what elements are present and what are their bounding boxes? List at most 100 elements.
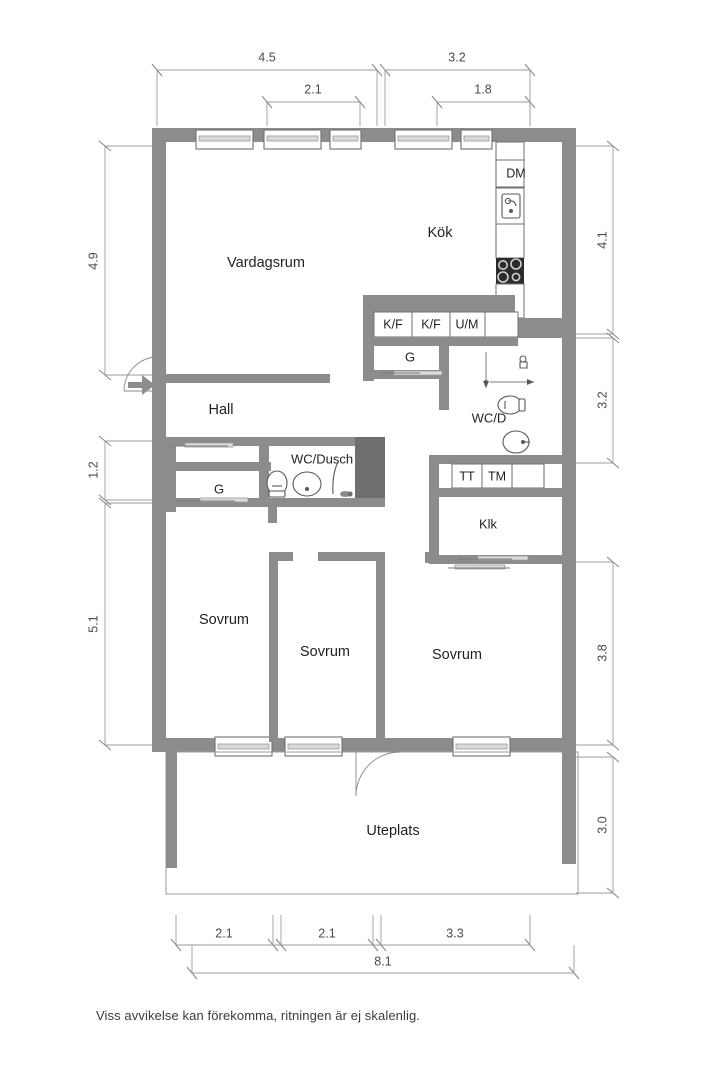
room-label-hall: Hall — [209, 402, 234, 418]
window-top-1 — [195, 129, 254, 150]
room-label-sovrum-2: Sovrum — [300, 644, 350, 660]
dimension-top-2-1: 2.1 — [304, 82, 321, 96]
appliance-label-tm: TM — [488, 469, 506, 483]
wall-laundry-top — [429, 455, 562, 464]
right-dimension-group: 4.1 3.2 3.8 3.0 — [576, 140, 620, 899]
wall-laundry-left — [429, 455, 439, 503]
stove-icon — [496, 258, 524, 284]
dimension-left-1-2: 1.2 — [86, 461, 100, 478]
shower-icon-wcdusch — [332, 461, 353, 497]
closet-g-upper-door — [380, 370, 443, 376]
wc-d-enclosure: WC/D — [439, 352, 534, 454]
wall-entry-jamb-upper — [152, 383, 166, 391]
window-bottom-2 — [284, 736, 343, 757]
window-bottom-1 — [214, 736, 273, 757]
sink-icon-wcd — [502, 430, 530, 454]
closet-hall-upper-door — [171, 442, 234, 448]
interior-walls: K/F K/F U/M G G — [152, 295, 562, 742]
wall-vardagsrum-hall — [166, 374, 330, 383]
window-top-5 — [460, 129, 493, 150]
room-label-klk: Klk — [479, 516, 498, 531]
dimension-bottom-3-3: 3.3 — [446, 926, 463, 940]
counter-mid-right — [495, 223, 525, 259]
dimension-left-4-9: 4.9 — [86, 252, 100, 269]
top-wall-windows — [195, 129, 493, 150]
wall-above-kf — [363, 295, 515, 312]
cabinet-blank — [484, 311, 519, 338]
cabinet-tm — [481, 463, 513, 489]
laundry-run: TT TM — [429, 455, 562, 503]
dishwasher-unit — [495, 159, 525, 188]
room-labels: Vardagsrum Kök Hall Sovrum Sovrum Sovrum — [199, 225, 482, 663]
dimension-top-3-2: 3.2 — [448, 50, 465, 64]
wall-wcdusch-top-right — [318, 437, 385, 446]
wall-hall-closet-divider — [166, 462, 271, 471]
wall-sovrum-3-stub — [425, 552, 434, 563]
room-label-uteplats: Uteplats — [366, 823, 419, 839]
closet-g-lower-door — [176, 497, 249, 503]
room-label-wc-dusch: WC/Dusch — [291, 451, 353, 466]
toilet-icon-wcd — [497, 395, 526, 415]
wall-sovrum-1-2-divider — [269, 552, 278, 742]
klk-closet-door — [458, 555, 529, 561]
wall-klk-left — [429, 497, 439, 563]
kf-cabinet-run: K/F K/F U/M — [373, 311, 519, 338]
sink-icon — [501, 193, 521, 219]
wall-wcdusch-top-left — [259, 437, 314, 446]
window-top-4 — [394, 129, 453, 150]
sovrum-3-closet-rail — [448, 564, 510, 570]
window-top-3 — [329, 129, 362, 150]
appliance-label-dm: DM — [506, 166, 525, 180]
bottom-dimension-group: 2.1 2.1 3.3 8.1 — [170, 915, 580, 980]
closet-label-g-lower: G — [214, 481, 224, 496]
appliance-label-kf-1: K/F — [383, 317, 403, 331]
entrance-door — [123, 356, 159, 395]
cabinet-laundry-blank — [511, 463, 545, 489]
wall-sovrum-1-2-head — [269, 552, 293, 561]
wc-dusch-enclosure: WC/Dusch — [259, 437, 385, 523]
entrance-arrow-icon — [128, 375, 155, 395]
dimension-top-4-5: 4.5 — [258, 50, 275, 64]
top-dimension-group: 4.5 3.2 2.1 1.8 — [151, 50, 536, 126]
appliance-label-um: U/M — [456, 317, 479, 331]
wall-sovrum-2-3-divider — [376, 552, 385, 742]
dimension-bottom-2-1-b: 2.1 — [318, 926, 335, 940]
dimension-bottom-total-8-1: 8.1 — [374, 954, 391, 968]
wall-laundry-bottom — [429, 488, 562, 497]
wall-terrace-left-top — [152, 738, 177, 752]
wall-wcdusch-bottom — [259, 498, 385, 507]
wall-wcdusch-left — [259, 437, 269, 507]
closet-label-g-upper: G — [405, 349, 415, 364]
wall-sovrum-2-head — [318, 552, 385, 561]
wall-wcdusch-stub — [268, 507, 277, 523]
appliance-label-kf-2: K/F — [421, 317, 441, 331]
wall-wcd-left — [439, 379, 449, 410]
disclaimer-note: Viss avvikelse kan förekomma, ritningen … — [96, 1008, 421, 1023]
left-dimension-group: 4.9 1.2 5.1 — [86, 140, 152, 751]
cabinet-um — [449, 311, 486, 338]
room-label-sovrum-3: Sovrum — [432, 647, 482, 663]
shower-drain-lines-wcd — [483, 352, 534, 388]
dimension-bottom-2-1-a: 2.1 — [215, 926, 232, 940]
dimension-right-3-2: 3.2 — [595, 391, 609, 408]
wall-terrace-right — [562, 738, 576, 864]
appliance-label-tt: TT — [459, 469, 475, 483]
dimension-top-1-8: 1.8 — [474, 82, 491, 96]
room-label-vardagsrum: Vardagsrum — [227, 255, 305, 271]
uteplats-area: Uteplats — [152, 738, 579, 895]
dimension-left-5-1: 5.1 — [86, 615, 100, 632]
wall-entry-jamb-lower — [152, 425, 166, 437]
cabinet-tt — [451, 463, 483, 489]
wall-terrace-left — [166, 738, 177, 868]
sink-icon-wcdusch — [292, 471, 322, 497]
room-label-kok: Kök — [428, 225, 454, 241]
room-label-sovrum-1: Sovrum — [199, 612, 249, 628]
wall-g-lower-bottom — [166, 498, 271, 507]
klk-room: Klk — [429, 497, 562, 564]
bottom-wall-windows — [214, 736, 511, 757]
room-label-wc-d: WC/D — [472, 410, 507, 425]
window-top-2 — [263, 129, 322, 150]
dimension-right-4-1: 4.1 — [595, 231, 609, 248]
